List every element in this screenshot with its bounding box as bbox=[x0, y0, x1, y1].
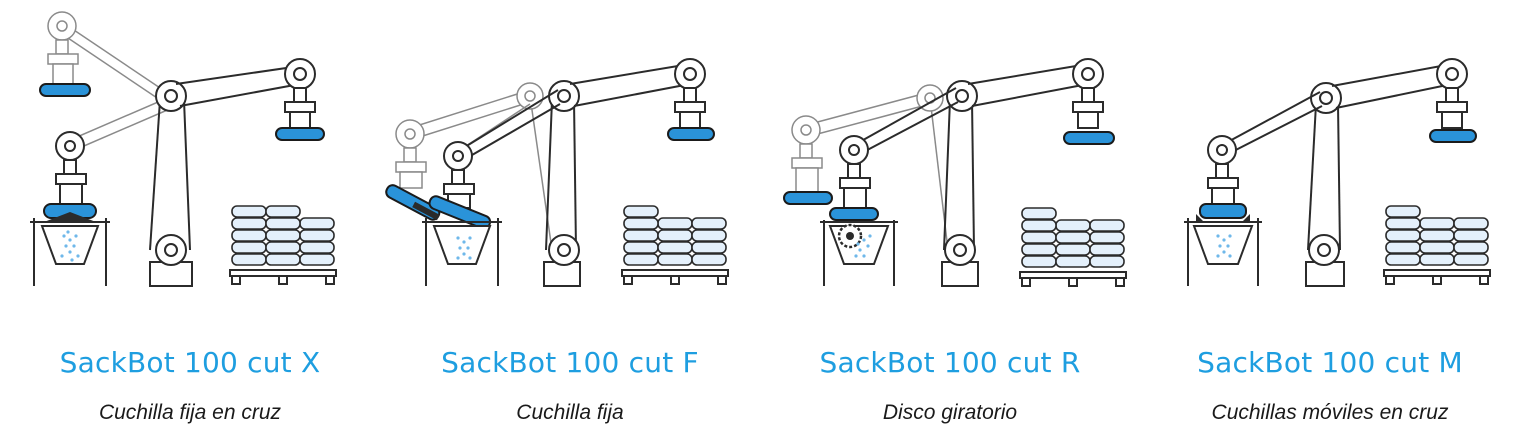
gripper-pad bbox=[783, 191, 833, 205]
bag-pallet bbox=[1019, 207, 1127, 287]
robot-column bbox=[149, 80, 193, 287]
product-description: Cuchillas móviles en cruz bbox=[1211, 401, 1449, 424]
product-title: SackBot 100 cut F bbox=[441, 346, 699, 379]
gripper-pad bbox=[829, 207, 879, 221]
hopper bbox=[30, 212, 110, 286]
robot-illustration bbox=[385, 58, 729, 287]
product-card-cut-m: SackBot 100 cut M Cuchillas móviles en c… bbox=[1140, 0, 1520, 442]
hopper bbox=[422, 218, 502, 286]
robot-column bbox=[941, 80, 979, 287]
product-title: SackBot 100 cut R bbox=[819, 346, 1081, 379]
gripper-pad bbox=[39, 83, 91, 97]
robot-column bbox=[1305, 82, 1345, 287]
robot-illustration bbox=[783, 58, 1127, 287]
bag-pallet bbox=[621, 205, 729, 285]
gripper-pad bbox=[1063, 131, 1115, 145]
fixed-blade-icon bbox=[412, 201, 440, 221]
product-description: Cuchilla fija en cruz bbox=[98, 401, 282, 424]
hopper bbox=[820, 220, 898, 286]
gripper-pad bbox=[1429, 129, 1477, 143]
bag-pallet bbox=[1383, 205, 1491, 285]
product-card-cut-f: SackBot 100 cut F Cuchilla fija bbox=[380, 0, 760, 442]
product-title: SackBot 100 cut X bbox=[59, 346, 321, 379]
robot-column bbox=[543, 80, 581, 287]
ghost-arm bbox=[47, 11, 173, 109]
product-description: Cuchilla fija bbox=[516, 401, 624, 424]
ghost-arm bbox=[395, 82, 553, 251]
gripper-pad bbox=[667, 127, 715, 141]
cross-blade-icon bbox=[44, 212, 96, 222]
product-card-cut-x: SackBot 100 cut X Cuchilla fija en cruz bbox=[0, 0, 380, 442]
moving-cross-blades-icon bbox=[1196, 214, 1250, 222]
bag-pallet bbox=[229, 205, 337, 285]
gripper-pad bbox=[275, 127, 325, 141]
product-card-cut-r: SackBot 100 cut R Disco giratorio bbox=[760, 0, 1140, 442]
gripper-pad bbox=[428, 195, 492, 230]
robot-illustration bbox=[30, 11, 337, 287]
rotating-disc-icon bbox=[837, 223, 863, 249]
robot-illustration bbox=[1184, 58, 1491, 287]
hopper bbox=[1184, 214, 1262, 286]
gripper-pad bbox=[1199, 203, 1247, 219]
product-title: SackBot 100 cut M bbox=[1197, 346, 1463, 379]
product-description: Disco giratorio bbox=[882, 401, 1018, 424]
